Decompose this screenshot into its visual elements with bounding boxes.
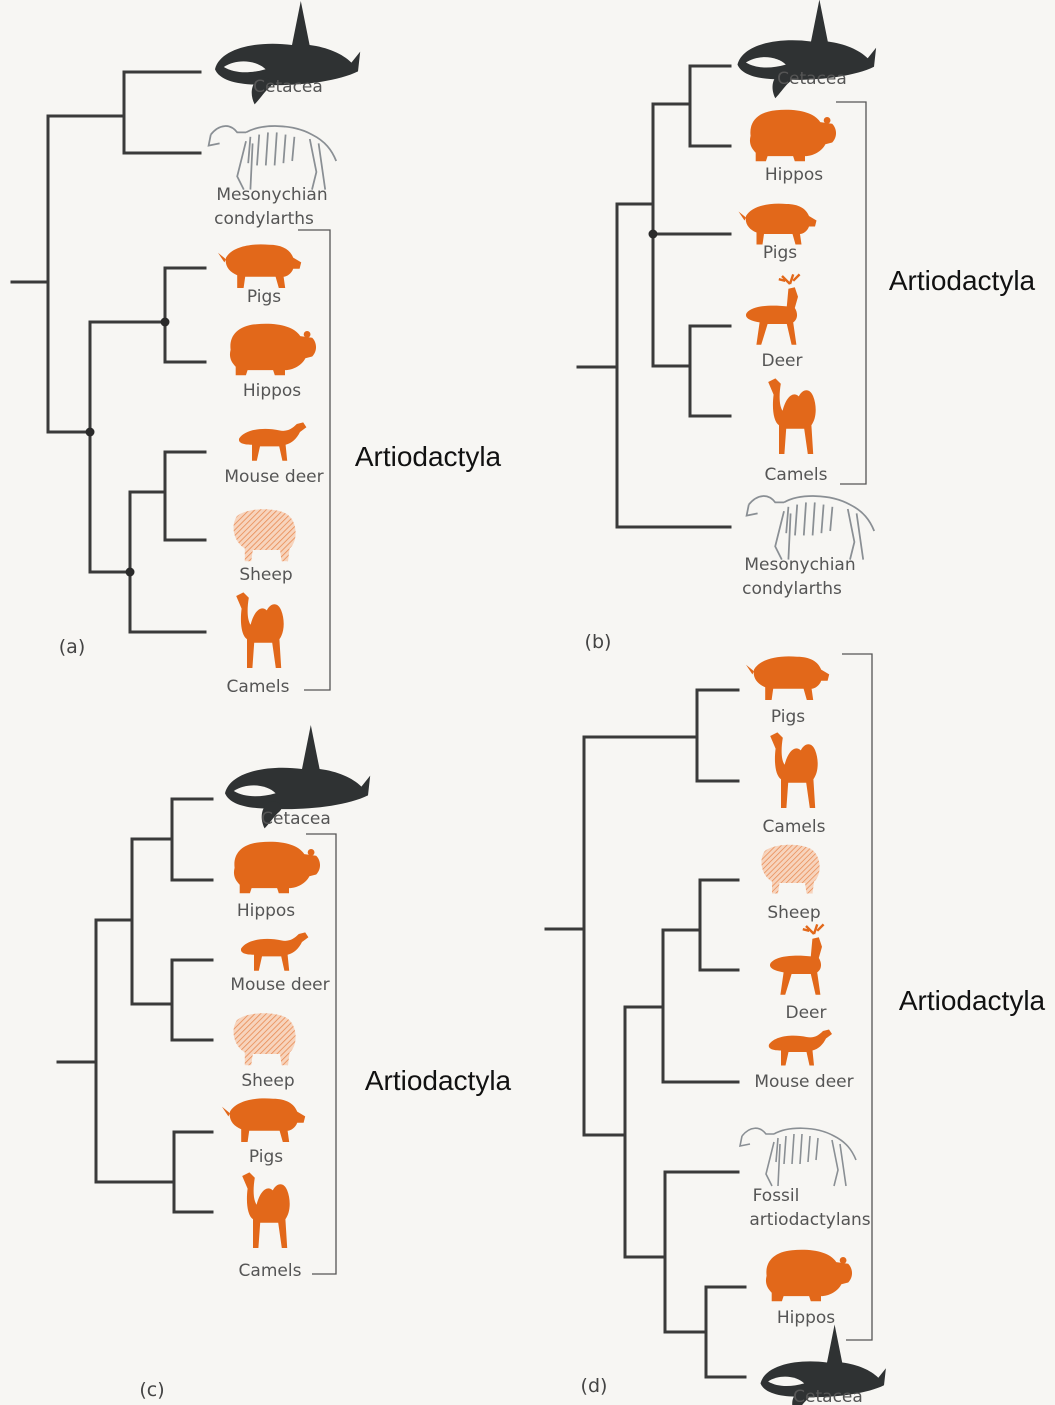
hippo-icon xyxy=(750,110,836,161)
taxon-label: Mouse deer xyxy=(754,1072,853,1092)
taxon-label: Hippos xyxy=(777,1308,835,1328)
artiodactyla-bracket xyxy=(836,102,866,484)
taxon-label: Hippos xyxy=(237,901,295,921)
pig-icon xyxy=(222,1098,305,1142)
mouse-deer-icon xyxy=(239,422,306,460)
node-marker xyxy=(86,428,95,437)
sheep-icon xyxy=(234,1013,296,1065)
pig-icon xyxy=(746,656,829,700)
mouse-deer-icon xyxy=(769,1030,832,1066)
clade-label: Artiodactyla xyxy=(889,265,1036,296)
clade-label: Artiodactyla xyxy=(355,441,502,472)
taxon-label: Pigs xyxy=(771,707,805,727)
skeleton-icon xyxy=(740,1128,856,1186)
taxon-label: Camels xyxy=(765,465,828,485)
taxon-label-line: Fossil xyxy=(753,1186,800,1206)
panel-label: (a) xyxy=(59,636,85,658)
skeleton-icon xyxy=(747,496,875,560)
camel-icon xyxy=(768,378,816,454)
artiodactyla-bracket xyxy=(842,654,872,1340)
taxon-label: Cetacea xyxy=(261,809,331,829)
taxon-label: Pigs xyxy=(249,1147,283,1167)
skeleton-icon xyxy=(209,126,337,190)
taxon-label: Camels xyxy=(763,817,826,837)
clade-label: Artiodactyla xyxy=(899,985,1046,1016)
taxon-label-line: Mesonychian xyxy=(216,185,327,205)
taxon-label: Pigs xyxy=(763,243,797,263)
pig-icon xyxy=(739,204,817,245)
hippo-icon xyxy=(766,1250,852,1301)
taxon-label: Mouse deer xyxy=(230,975,329,995)
taxon-label: Hippos xyxy=(765,165,823,185)
phylogenetic-trees xyxy=(12,66,872,1377)
taxon-label: Sheep xyxy=(241,1071,294,1091)
node-marker xyxy=(126,568,135,577)
taxon-label: Hippos xyxy=(243,381,301,401)
taxon-label: Cetacea xyxy=(793,1387,863,1405)
hippo-icon xyxy=(234,842,320,893)
taxon-label: Camels xyxy=(239,1261,302,1281)
deer-icon xyxy=(770,924,824,994)
camel-icon xyxy=(236,592,284,668)
taxon-label-line: artiodactylans xyxy=(749,1210,870,1230)
node-marker xyxy=(649,230,658,239)
pig-icon xyxy=(218,244,301,288)
panel-label: (d) xyxy=(581,1375,608,1397)
taxon-label: Sheep xyxy=(239,565,292,585)
taxon-label: Mouse deer xyxy=(224,467,323,487)
deer-icon xyxy=(746,274,800,344)
taxon-label: Camels xyxy=(227,677,290,697)
artiodactyla-bracket xyxy=(306,834,336,1274)
taxon-label-line: Mesonychian xyxy=(744,555,855,575)
panel-label: (b) xyxy=(585,631,612,653)
taxon-label: Sheep xyxy=(767,903,820,923)
taxon-label: Deer xyxy=(762,351,803,371)
taxon-label: Pigs xyxy=(247,287,281,307)
camel-icon xyxy=(242,1172,290,1248)
taxon-label: Cetacea xyxy=(777,69,847,89)
sheep-icon xyxy=(761,845,819,894)
taxon-label: Deer xyxy=(786,1003,827,1023)
taxon-label: Cetacea xyxy=(253,77,323,97)
sheep-icon xyxy=(234,509,296,561)
clade-label: Artiodactyla xyxy=(365,1065,512,1096)
node-marker xyxy=(161,318,170,327)
camel-icon xyxy=(770,732,818,808)
taxon-labels: Artiodactyla(a)CetaceaMesonychiancondyla… xyxy=(59,69,1046,1405)
taxon-label-line: condylarths xyxy=(742,579,842,599)
panel-label: (c) xyxy=(139,1379,164,1401)
hippo-icon xyxy=(230,324,316,375)
mouse-deer-icon xyxy=(241,932,308,970)
taxon-label-line: condylarths xyxy=(214,209,314,229)
artiodactyla-bracket xyxy=(298,230,330,690)
